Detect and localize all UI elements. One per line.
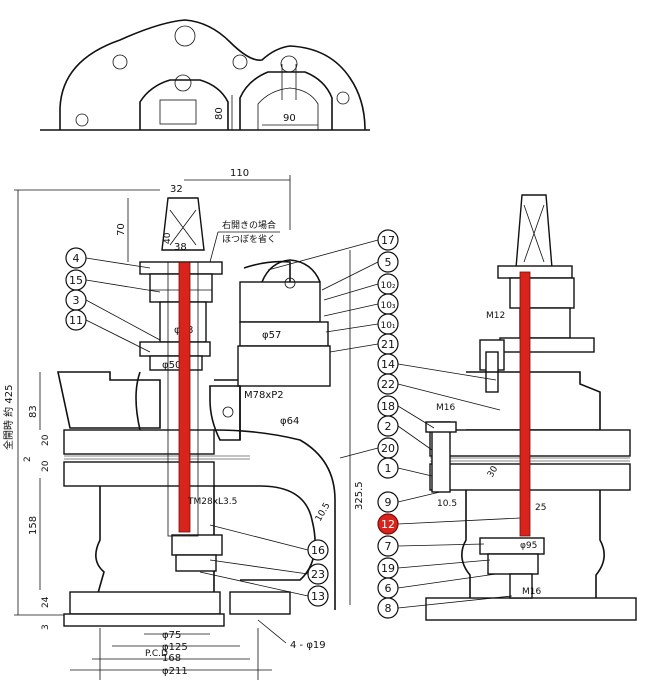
callout-17: 17 (381, 234, 395, 247)
callout-10-2: 10₂ (380, 281, 395, 291)
callout-6: 6 (385, 582, 392, 595)
dim-pcd: P.C.D (145, 649, 168, 659)
callout-15: 15 (69, 274, 83, 287)
dim-57: φ57 (262, 330, 281, 341)
note-line1: 右開きの場合 (222, 219, 276, 231)
top-view: 80 90 (40, 19, 370, 131)
dim-bolts: 4 - φ19 (290, 640, 326, 651)
callout-4: 4 (73, 252, 80, 265)
dim-25: 25 (535, 503, 546, 513)
dim-20b: 20 (41, 460, 51, 472)
dim-tm28: TM28xL3.5 (187, 497, 237, 507)
callout-2: 2 (385, 420, 392, 433)
dim-m16b: M16 (522, 587, 541, 597)
callout-8: 8 (385, 602, 392, 615)
dim-110: 110 (230, 168, 249, 179)
callout-12: 12 (381, 518, 395, 531)
dim-80: 80 (214, 107, 225, 120)
callout-23: 23 (311, 568, 325, 581)
dim-83: 83 (28, 405, 39, 418)
valve-stem (178, 261, 191, 533)
dim-40: 40 (163, 232, 173, 244)
dim-20a: 20 (41, 434, 51, 446)
dim-24: 24 (41, 596, 51, 608)
dim-64: φ64 (280, 416, 299, 427)
callout-11: 11 (69, 314, 83, 327)
dim-75: φ75 (162, 630, 181, 641)
dim-10-5a: 10.5 (314, 501, 333, 523)
dim-m78: M78xP2 (244, 390, 284, 401)
dim-38: 38 (174, 242, 187, 253)
dim-50: φ50 (162, 360, 181, 371)
callout-20: 20 (381, 442, 395, 455)
dim-211: φ211 (162, 666, 188, 677)
callout-7: 7 (385, 540, 392, 553)
dim-3: 3 (41, 624, 51, 630)
dim-10-5b: 10.5 (437, 499, 457, 509)
dim-168: 168 (162, 653, 181, 664)
valve-stem-right (519, 271, 531, 537)
dim-325-5: 325.5 (354, 481, 365, 510)
callouts: 4 15 3 11 17 5 10₂ 10₃ 10₁ 21 14 (65, 229, 521, 619)
callout-9: 9 (385, 496, 392, 509)
callout-18: 18 (381, 400, 395, 413)
note-line2: ほつぼを省く (222, 233, 276, 245)
callout-19: 19 (381, 562, 395, 575)
callout-10-3: 10₃ (380, 301, 395, 311)
callout-1: 1 (385, 462, 392, 475)
dim-m12: M12 (486, 311, 505, 321)
dim-425: 全開時 約 425 (2, 385, 15, 450)
callout-22: 22 (381, 378, 395, 391)
dim-158: 158 (28, 516, 39, 535)
callout-16: 16 (311, 544, 325, 557)
dim-125: φ125 (162, 642, 188, 653)
dim-2: 2 (23, 456, 33, 462)
dim-32: 32 (170, 184, 183, 195)
callout-13: 13 (311, 590, 325, 603)
callout-5: 5 (385, 256, 392, 269)
dim-90: 90 (283, 113, 296, 124)
callout-10-1: 10₁ (380, 321, 395, 331)
callout-3: 3 (73, 294, 80, 307)
dim-95: φ95 (520, 541, 537, 551)
callout-14: 14 (381, 358, 395, 371)
dim-70: 70 (116, 223, 127, 236)
dim-m16a: M16 (436, 403, 455, 413)
callout-21: 21 (381, 338, 395, 351)
right-section-view: M12 M16 30 10.5 25 φ95 M16 (425, 194, 637, 621)
